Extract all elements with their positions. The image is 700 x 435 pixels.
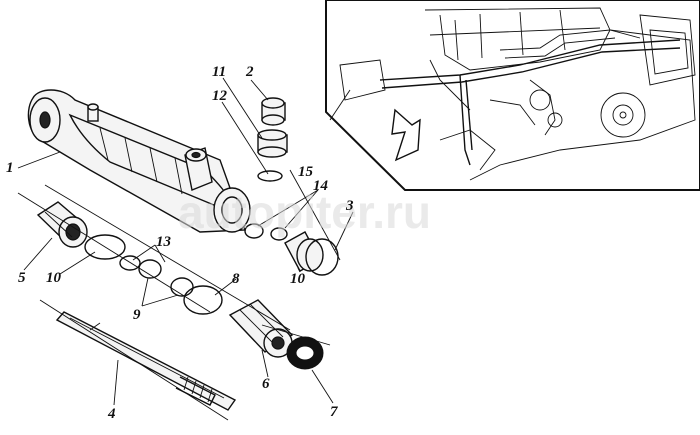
callout-13: 13 (156, 234, 172, 250)
piston-rod (55, 311, 237, 411)
piston (228, 299, 294, 358)
callout-1: 1 (6, 160, 14, 176)
callout-12: 12 (212, 88, 228, 104)
cylinder-body (27, 89, 251, 233)
seal-rings (84, 223, 339, 315)
callout-9: 9 (133, 307, 141, 323)
leader-lines (17, 77, 354, 406)
grouping-lines (17, 169, 341, 421)
inset-machine-view (325, 0, 700, 191)
callout-10-left: 10 (46, 270, 62, 286)
callout-2: 2 (245, 64, 254, 80)
callout-5: 5 (18, 270, 26, 286)
callout-3: 3 (345, 198, 354, 214)
seal-washer (286, 336, 324, 370)
callout-10-right: 10 (290, 271, 306, 287)
callout-14: 14 (313, 178, 329, 194)
callout-labels: 1 2 3 4 5 6 7 8 9 10 10 11 12 13 14 15 (6, 64, 354, 422)
callout-6: 6 (262, 376, 270, 392)
watermark-text: autopiter.ru (178, 186, 431, 238)
callout-8: 8 (232, 271, 240, 287)
callout-4: 4 (107, 406, 116, 422)
callout-15: 15 (298, 164, 314, 180)
callout-11: 11 (212, 64, 226, 80)
plug-fitting (257, 97, 288, 182)
callout-7: 7 (330, 404, 338, 420)
gland-nut (36, 201, 88, 248)
